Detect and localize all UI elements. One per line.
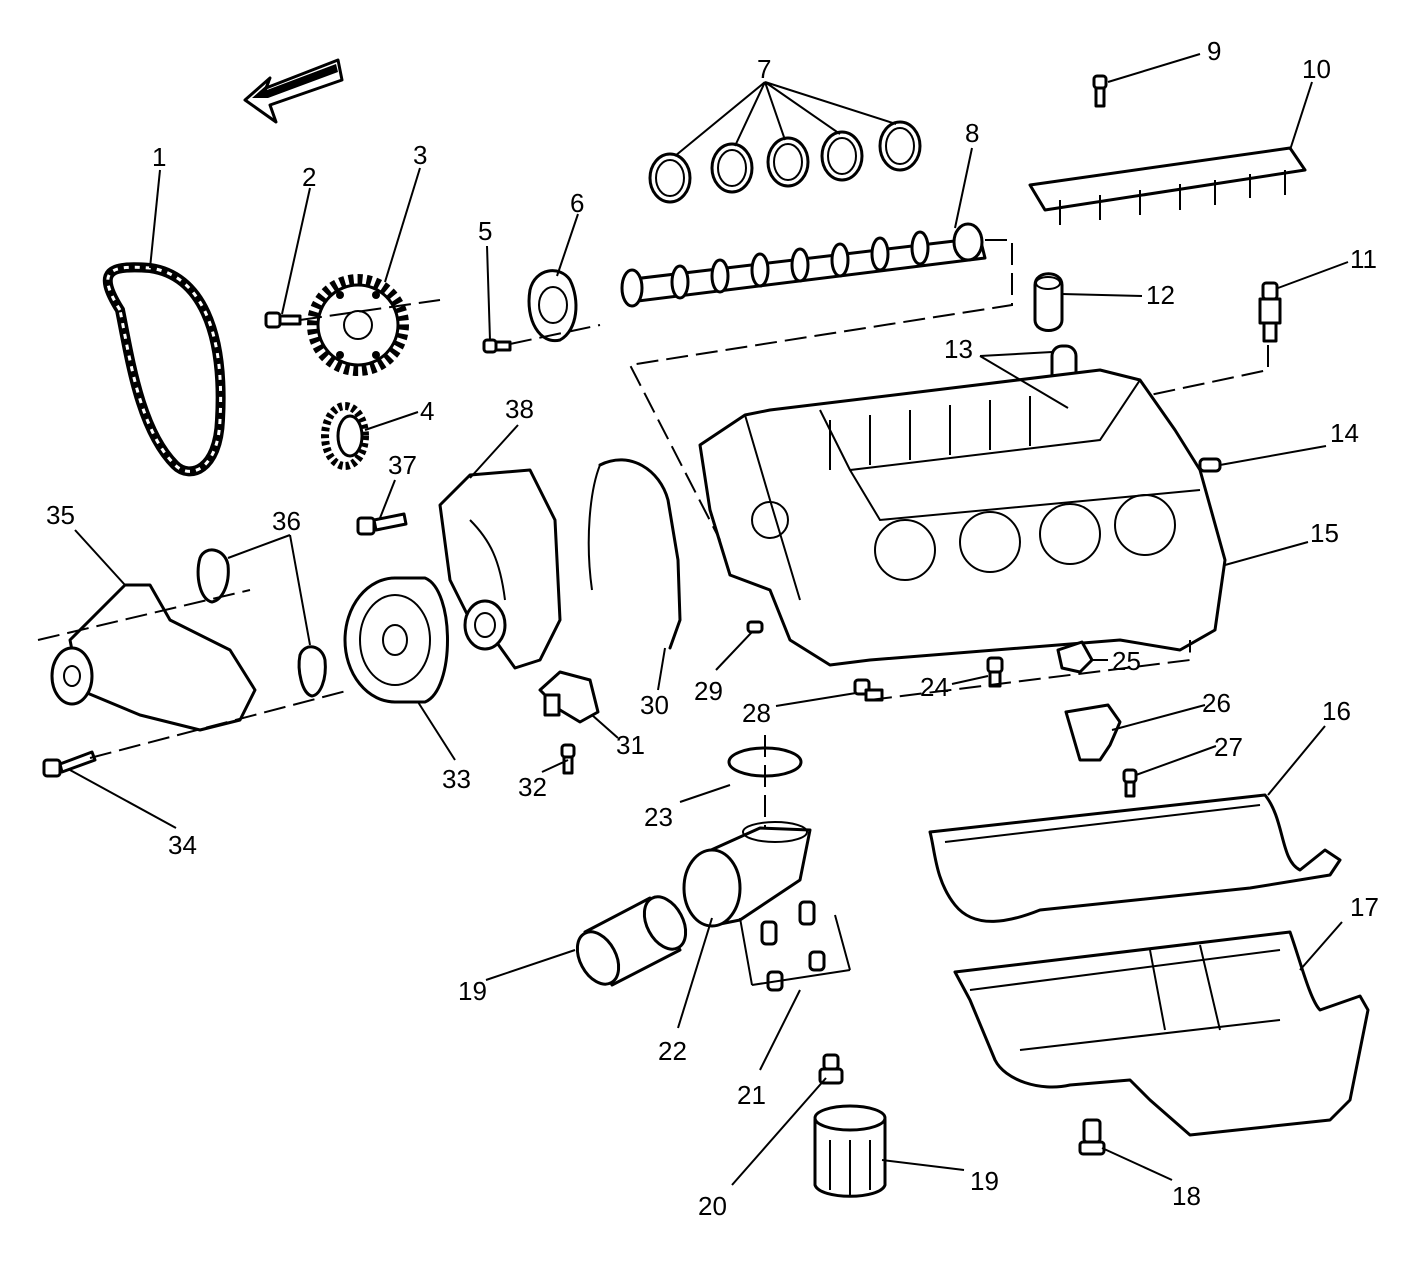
thrust-plate-bolt: [482, 338, 512, 354]
lifter-guide-bolt: [1092, 74, 1108, 108]
oil-fitting: [1033, 272, 1064, 332]
oil-filter-upper: [575, 895, 688, 987]
oil-filter-fitting: [818, 1053, 844, 1085]
alignment-line-pan: [869, 640, 1191, 701]
callout-3: 3: [413, 140, 427, 170]
sensor-bolt: [560, 743, 576, 775]
callout-12: 12: [1146, 280, 1175, 310]
leader-lines: [69, 53, 1349, 1186]
front-cover-gasket: [587, 458, 682, 650]
block-bolt-24: [986, 656, 1004, 688]
callout-15: 15: [1310, 518, 1339, 548]
knock-sensor: [1056, 640, 1094, 674]
callout-22: 22: [658, 1036, 687, 1066]
water-pump: [50, 583, 257, 732]
oil-pan-gasket: [928, 793, 1342, 923]
oil-filter-lower: [813, 1104, 887, 1198]
front-cover-bolt: [356, 512, 408, 536]
engine-block: [698, 368, 1227, 667]
callout-19b: 19: [970, 1166, 999, 1196]
water-pump-gasket-lower: [297, 645, 327, 698]
block-plug: [1198, 457, 1222, 473]
callout-19a: 19: [458, 976, 487, 1006]
callout-18: 18: [1172, 1181, 1201, 1211]
crankshaft-sprocket: [321, 402, 369, 470]
valve-lifter-guide: [1028, 146, 1307, 225]
water-pump-bolt: [42, 750, 97, 778]
cover-plate-bolt: [1122, 768, 1138, 798]
block-bolt-28: [853, 678, 884, 702]
camshaft-thrust-plate: [527, 269, 578, 343]
callout-24: 24: [920, 672, 949, 702]
callout-31: 31: [616, 730, 645, 760]
callout-13: 13: [944, 334, 973, 364]
callout-30: 30: [640, 690, 669, 720]
callout-10: 10: [1302, 54, 1331, 84]
callout-17: 17: [1350, 892, 1379, 922]
camshaft-position-sensor: [538, 670, 600, 724]
callout-8: 8: [965, 118, 979, 148]
oil-filter-adapter: [682, 821, 812, 928]
callout-5: 5: [478, 216, 492, 246]
oil-drain-plug: [1078, 1118, 1106, 1156]
callout-9: 9: [1207, 36, 1221, 66]
alignment-line-camshaft: [628, 239, 1013, 541]
callout-23: 23: [644, 802, 673, 832]
water-pump-gasket-upper: [196, 548, 230, 604]
crankshaft-balancer: [343, 576, 449, 704]
callout-14: 14: [1330, 418, 1359, 448]
adapter-bolts: [760, 900, 826, 992]
callout-20: 20: [698, 1191, 727, 1221]
callout-7: 7: [757, 54, 771, 84]
oil-pressure-sensor: [1258, 281, 1282, 343]
callout-37: 37: [388, 450, 417, 480]
alignment-line-sensor: [1149, 345, 1269, 396]
engine-front-cover: [438, 468, 562, 670]
callout-25: 25: [1112, 646, 1141, 676]
callout-16: 16: [1322, 696, 1351, 726]
callout-6: 6: [570, 188, 584, 218]
callout-21: 21: [737, 1080, 766, 1110]
callout-11: 11: [1350, 244, 1377, 274]
camshaft-sprocket-bolt: [264, 311, 302, 329]
callout-labels: 1 2 3 4 5 6 7 8 9 10 11 12 13 14 15 16 1…: [46, 36, 1379, 1221]
callout-32: 32: [518, 772, 547, 802]
alignment-line-water-pump-lower: [89, 689, 351, 759]
camshaft: [620, 222, 987, 308]
callout-35: 35: [46, 500, 75, 530]
camshaft-bearings: [648, 120, 922, 204]
camshaft-sprocket: [307, 274, 409, 376]
alignment-line-thrust-plate: [509, 324, 601, 345]
alignment-line-sprocket: [299, 299, 441, 321]
timing-chain: [102, 262, 226, 477]
callout-33: 33: [442, 764, 471, 794]
callout-26: 26: [1202, 688, 1231, 718]
callout-27: 27: [1214, 732, 1243, 762]
front-arrow-icon: [243, 58, 344, 124]
callout-1: 1: [152, 142, 166, 172]
callout-2: 2: [302, 162, 316, 192]
callout-38: 38: [505, 394, 534, 424]
callout-34: 34: [168, 830, 197, 860]
callout-4: 4: [420, 396, 434, 426]
callout-29: 29: [694, 676, 723, 706]
callout-36: 36: [272, 506, 301, 536]
dowel-pin: [746, 620, 764, 634]
cover-plate: [1064, 703, 1122, 762]
callout-28: 28: [742, 698, 771, 728]
alignment-line-water-pump-upper: [37, 589, 251, 641]
